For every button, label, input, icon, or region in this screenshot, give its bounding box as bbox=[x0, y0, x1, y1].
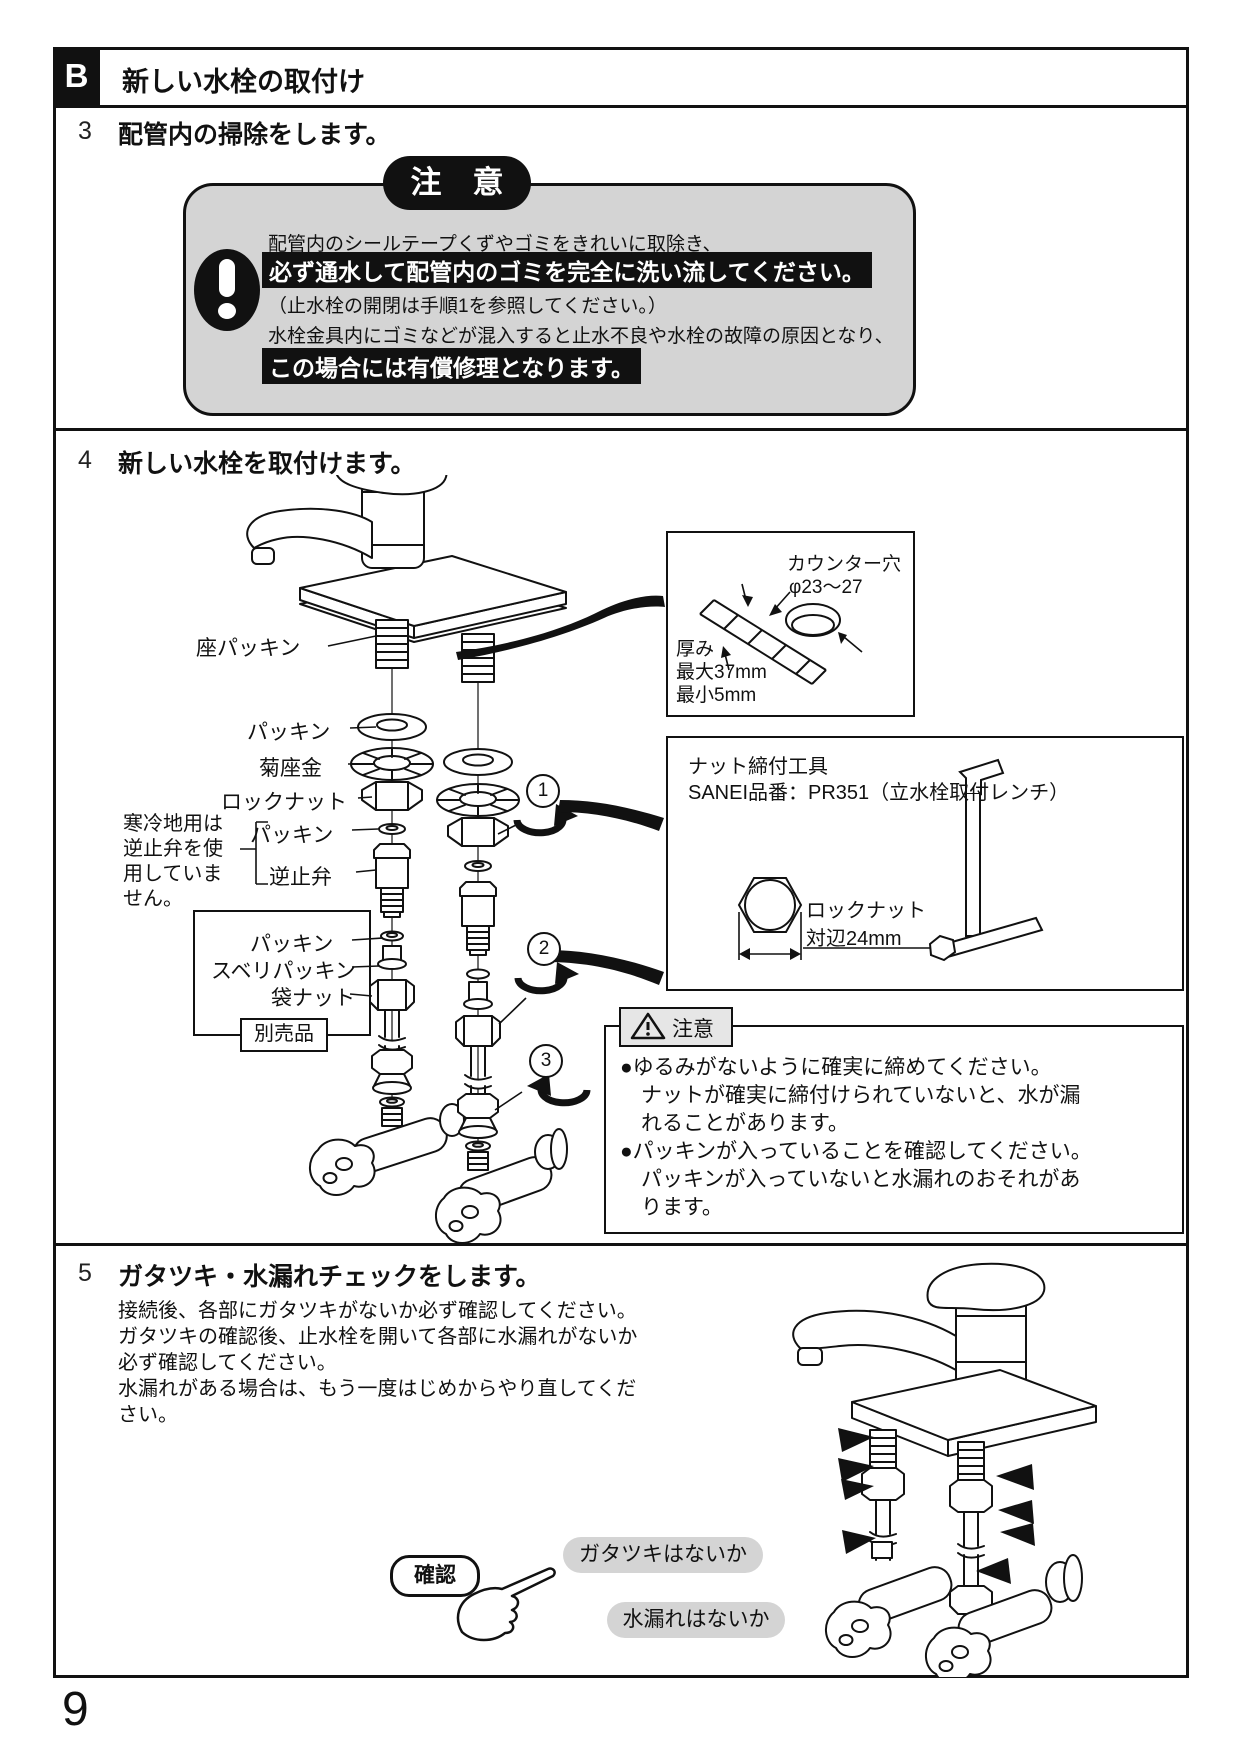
counter-hole-box bbox=[666, 531, 915, 717]
cold-note-line: 用していま bbox=[123, 863, 223, 885]
content-frame bbox=[53, 47, 1189, 1678]
text-line: パッキンが入っていないと水漏れのおそれがあ bbox=[620, 1168, 1081, 1191]
tool-across-flats: 対辺24mm bbox=[806, 928, 902, 950]
caution-line3: （止水栓の開閉は手順1を参照してください。） bbox=[268, 296, 667, 317]
text-line: 必ず確認してください。 bbox=[118, 1352, 337, 1374]
cold-region-note: 寒冷地用は 逆止弁を使 用していま せん。 bbox=[123, 812, 223, 912]
label-packing-a: パッキン bbox=[247, 721, 331, 744]
step5-body: 接続後、各部にガタツキがないか必ず確認してください。ガタツキの確認後、止水栓を開… bbox=[118, 1298, 637, 1428]
caution-line2-highlight: 必ず通水して配管内のゴミを完全に洗い流してください。 bbox=[262, 252, 872, 288]
label-packing-c: パッキン bbox=[250, 933, 334, 956]
step4-number: 4 bbox=[78, 446, 92, 474]
step4-title: 新しい水栓を取付けます。 bbox=[118, 450, 416, 478]
counter-hole-label: カウンター穴 bbox=[787, 554, 902, 575]
label-seat-packing: 座パッキン bbox=[196, 637, 301, 660]
tool-title: ナット締付工具 bbox=[688, 756, 828, 778]
label-check-valve: 逆止弁 bbox=[269, 866, 332, 889]
check-bubble: 確認 bbox=[390, 1555, 480, 1597]
step3-number: 3 bbox=[78, 117, 92, 145]
step5-title: ガタツキ・水漏れチェックをします。 bbox=[118, 1263, 541, 1291]
leak-check-pill: 水漏れはないか bbox=[607, 1602, 785, 1638]
cold-note-line: 逆止弁を使 bbox=[123, 838, 223, 860]
step4-caution-box bbox=[604, 1025, 1184, 1234]
section-divider-2 bbox=[53, 1243, 1186, 1246]
text-line: 接続後、各部にガタツキがないか必ず確認してください。 bbox=[118, 1300, 637, 1322]
cold-note-line: 寒冷地用は bbox=[123, 813, 223, 835]
step5-number: 5 bbox=[78, 1259, 92, 1287]
label-slide-packing: スベリパッキン bbox=[211, 960, 356, 983]
text-line: ナットが確実に締付けられていないと、水が漏 bbox=[620, 1084, 1081, 1107]
step4-caution-label: 注意 bbox=[672, 1018, 714, 1041]
text-line: ガタツキの確認後、止水栓を開いて各部に水漏れがないか bbox=[118, 1326, 638, 1348]
cold-note-line: せん。 bbox=[123, 888, 183, 910]
step-mark-2: 2 bbox=[527, 932, 561, 966]
label-lock-nut: ロックナット bbox=[221, 791, 347, 814]
caution-badge: 注 意 bbox=[383, 156, 531, 210]
tool-box bbox=[666, 736, 1184, 991]
text-line: さい。 bbox=[118, 1404, 178, 1426]
text-line: ります。 bbox=[620, 1196, 723, 1219]
thickness-min: 最小5mm bbox=[676, 685, 757, 706]
caution-line4: 水栓金具内にゴミなどが混入すると止水不良や水栓の故障の原因となり、 bbox=[268, 326, 894, 347]
tool-model: SANEI品番：PR351（立水栓取付レンチ） bbox=[688, 782, 1070, 804]
text-line: ●パッキンが入っていることを確認してください。 bbox=[620, 1140, 1092, 1163]
rattle-check-pill: ガタツキはないか bbox=[563, 1537, 763, 1573]
caution-line1: 配管内のシールテープくずやゴミをきれいに取除き、 bbox=[268, 234, 722, 255]
caution-line5-highlight: この場合には有償修理となります。 bbox=[262, 348, 642, 384]
text-line: ●ゆるみがないように確実に締めてください。 bbox=[620, 1056, 1052, 1079]
step4-caution-text: ●ゆるみがないように確実に締めてください。 ナットが確実に締付けられていないと、… bbox=[620, 1054, 1092, 1222]
label-packing-b: パッキン bbox=[250, 824, 334, 847]
label-star-washer: 菊座金 bbox=[259, 757, 322, 780]
step-mark-3: 3 bbox=[529, 1044, 563, 1078]
page-title: 新しい水栓の取付け bbox=[122, 67, 365, 97]
text-line: れることがあります。 bbox=[620, 1112, 849, 1135]
page-number: 9 bbox=[62, 1683, 89, 1736]
step-mark-1: 1 bbox=[526, 774, 560, 808]
step3-title: 配管内の掃除をします。 bbox=[118, 121, 391, 149]
counter-hole-diameter: φ23～27 bbox=[789, 577, 863, 598]
section-tag: B bbox=[53, 47, 100, 105]
tool-locknut-label: ロックナット bbox=[806, 900, 926, 922]
label-cap-nut: 袋ナット bbox=[271, 987, 355, 1010]
text-line: 水漏れがある場合は、もう一度はじめからやり直してくだ bbox=[118, 1378, 637, 1400]
header-divider bbox=[53, 105, 1186, 108]
section-divider-1 bbox=[53, 428, 1186, 431]
sold-separately-box: 別売品 bbox=[240, 1018, 328, 1052]
